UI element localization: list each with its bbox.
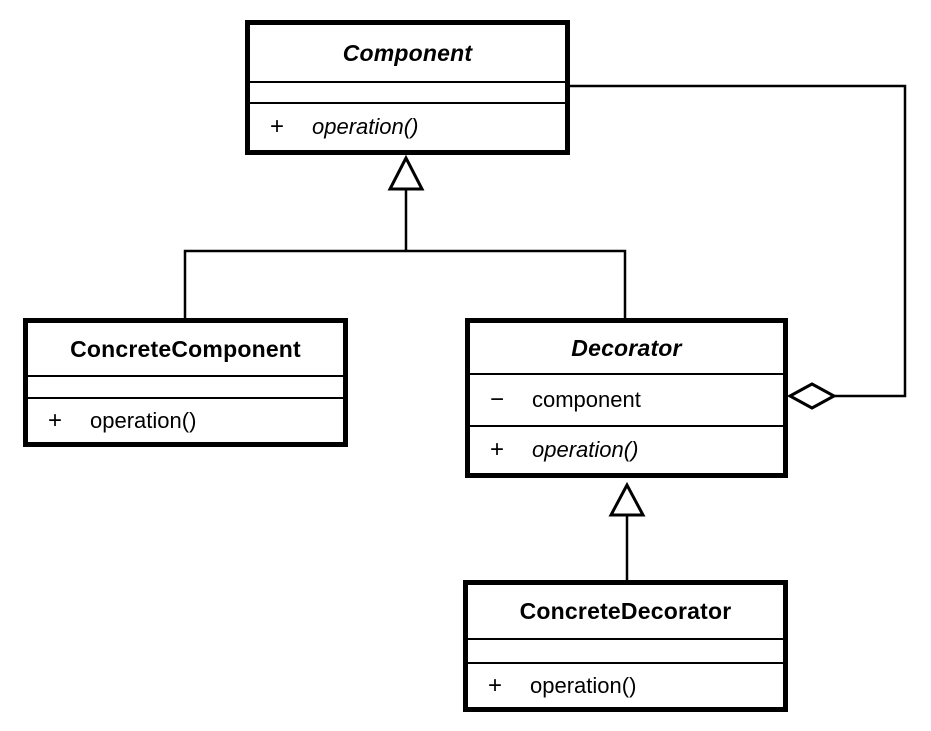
attributes-compartment: − component: [470, 373, 783, 425]
hollow-triangle-arrowhead-icon: [608, 481, 646, 517]
methods-compartment: + operation(): [250, 102, 565, 150]
method-row: + operation(): [468, 664, 783, 707]
class-box-concrete-decorator: ConcreteDecorator + operation(): [463, 580, 788, 712]
generalization-to-decorator: [608, 481, 646, 580]
visibility-marker: +: [270, 113, 285, 140]
class-name-component: Component: [342, 39, 473, 66]
visibility-marker: −: [490, 386, 505, 413]
attributes-compartment-empty: [28, 375, 343, 397]
class-box-component: Component + operation(): [245, 20, 570, 155]
attributes-compartment-empty: [468, 638, 783, 662]
hollow-triangle-arrowhead-icon: [387, 154, 425, 191]
method-name: operation(): [90, 407, 197, 433]
hollow-diamond-icon: [786, 382, 838, 410]
visibility-marker: +: [490, 436, 505, 463]
visibility-marker: +: [48, 406, 63, 434]
method-name: operation(): [530, 672, 637, 698]
method-name: operation(): [532, 437, 639, 462]
methods-compartment: + operation(): [470, 425, 783, 473]
methods-compartment: + operation(): [28, 397, 343, 442]
class-name-concrete-component: ConcreteComponent: [70, 335, 301, 362]
method-row: + operation(): [28, 399, 343, 442]
class-name-decorator: Decorator: [571, 334, 682, 361]
class-box-decorator: Decorator − component + operation(): [465, 318, 788, 478]
method-row: + operation(): [470, 427, 783, 473]
class-name-concrete-decorator: ConcreteDecorator: [519, 598, 732, 624]
attribute-name: component: [532, 387, 641, 412]
method-row: + operation(): [250, 104, 565, 150]
methods-compartment: + operation(): [468, 662, 783, 707]
generalization-branch-line: [183, 249, 627, 318]
attribute-row: − component: [470, 375, 783, 425]
method-name: operation(): [312, 114, 419, 139]
visibility-marker: +: [488, 671, 503, 699]
class-box-concrete-component: ConcreteComponent + operation(): [23, 318, 348, 447]
generalization-to-component: [183, 154, 627, 318]
attributes-compartment-empty: [250, 81, 565, 102]
